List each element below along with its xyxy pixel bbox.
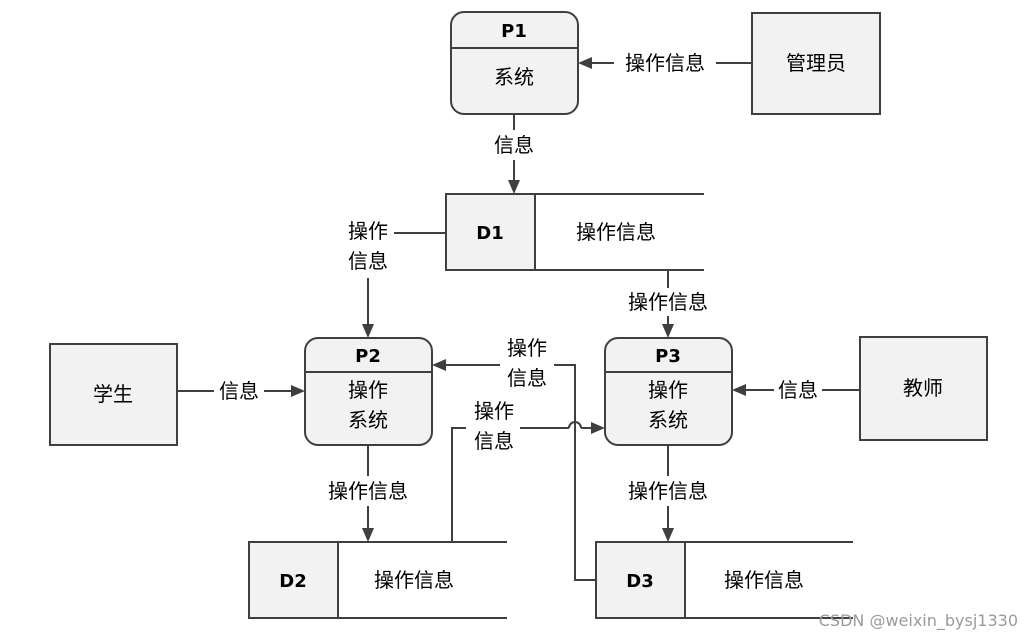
store-d1-id-box — [445, 193, 536, 271]
flow-admin-to-p1 — [578, 57, 752, 69]
entity-admin-label: 管理员 — [786, 51, 846, 75]
flow-student-to-p2 — [177, 385, 305, 397]
flow-p2-to-d2-label: 操作信息 — [328, 479, 408, 503]
entity-teacher-label: 教师 — [903, 376, 943, 400]
arrowhead-icon — [578, 57, 592, 69]
flow-p1-to-d1-label: 信息 — [494, 133, 534, 157]
store-d2-id-box — [248, 541, 339, 619]
store-d2-id: D2 — [279, 571, 306, 592]
arrowhead-icon — [362, 324, 374, 338]
arrowhead-icon — [362, 528, 374, 542]
flow-d2-to-p3 — [451, 421, 605, 542]
arrowhead-icon — [508, 180, 520, 194]
flow-p2-to-d2 — [362, 445, 374, 542]
entity-student-label: 学生 — [93, 382, 133, 406]
flow-teacher-to-p3 — [732, 384, 860, 396]
watermark: CSDN @weixin_bysj1330 — [819, 611, 1018, 631]
process-p2-name-line2: 系统 — [348, 408, 388, 432]
store-d3-id: D3 — [626, 571, 653, 592]
arrowhead-icon — [662, 324, 674, 338]
arrowhead-icon — [432, 359, 446, 371]
entity-student-box — [49, 343, 178, 446]
arrowhead-icon — [732, 384, 746, 396]
store-d1-name: 操作信息 — [576, 220, 656, 244]
flow-d2-to-p3-label-line1: 操作 — [474, 399, 514, 423]
flow-p3-to-d3-label: 操作信息 — [628, 479, 708, 503]
store-d3-name: 操作信息 — [724, 568, 804, 592]
process-p3-name-line2: 系统 — [648, 408, 688, 432]
flow-d2-to-p3-label-line2: 信息 — [474, 429, 514, 453]
process-p1-name: 系统 — [494, 65, 534, 89]
process-p3-id: P3 — [655, 346, 681, 367]
flow-student-to-p2-label: 信息 — [219, 379, 259, 403]
flow-teacher-to-p3-label: 信息 — [778, 378, 818, 402]
arrowhead-icon — [291, 385, 305, 397]
flow-d1-to-p2-label-line1: 操作 — [348, 219, 388, 243]
flow-d1-to-p2-label-line2: 信息 — [348, 249, 388, 273]
flow-p1-to-d1 — [508, 114, 520, 194]
process-p3-name-line1: 操作 — [648, 378, 688, 402]
flow-p3-to-d3 — [662, 445, 674, 542]
process-p1-id: P1 — [501, 21, 527, 42]
flow-d3-to-p2-label-line1: 操作 — [507, 336, 547, 360]
entity-admin-box — [751, 12, 881, 115]
store-d2-name: 操作信息 — [374, 568, 454, 592]
arrowhead-icon — [591, 422, 605, 434]
flow-d3-to-p2-label-line2: 信息 — [507, 366, 547, 390]
process-p2-id: P2 — [355, 346, 381, 367]
store-d1-id: D1 — [476, 223, 503, 244]
flow-d3-to-p2 — [432, 359, 596, 581]
flow-d1-to-p3-label: 操作信息 — [628, 290, 708, 314]
flow-admin-to-p1-label: 操作信息 — [625, 51, 705, 75]
flow-d1-to-p2 — [362, 232, 446, 338]
flow-d1-to-p3 — [662, 270, 674, 338]
arrowhead-icon — [662, 528, 674, 542]
process-p2-name-line1: 操作 — [348, 378, 388, 402]
entity-teacher-box — [859, 336, 988, 441]
line-hop — [568, 421, 582, 429]
